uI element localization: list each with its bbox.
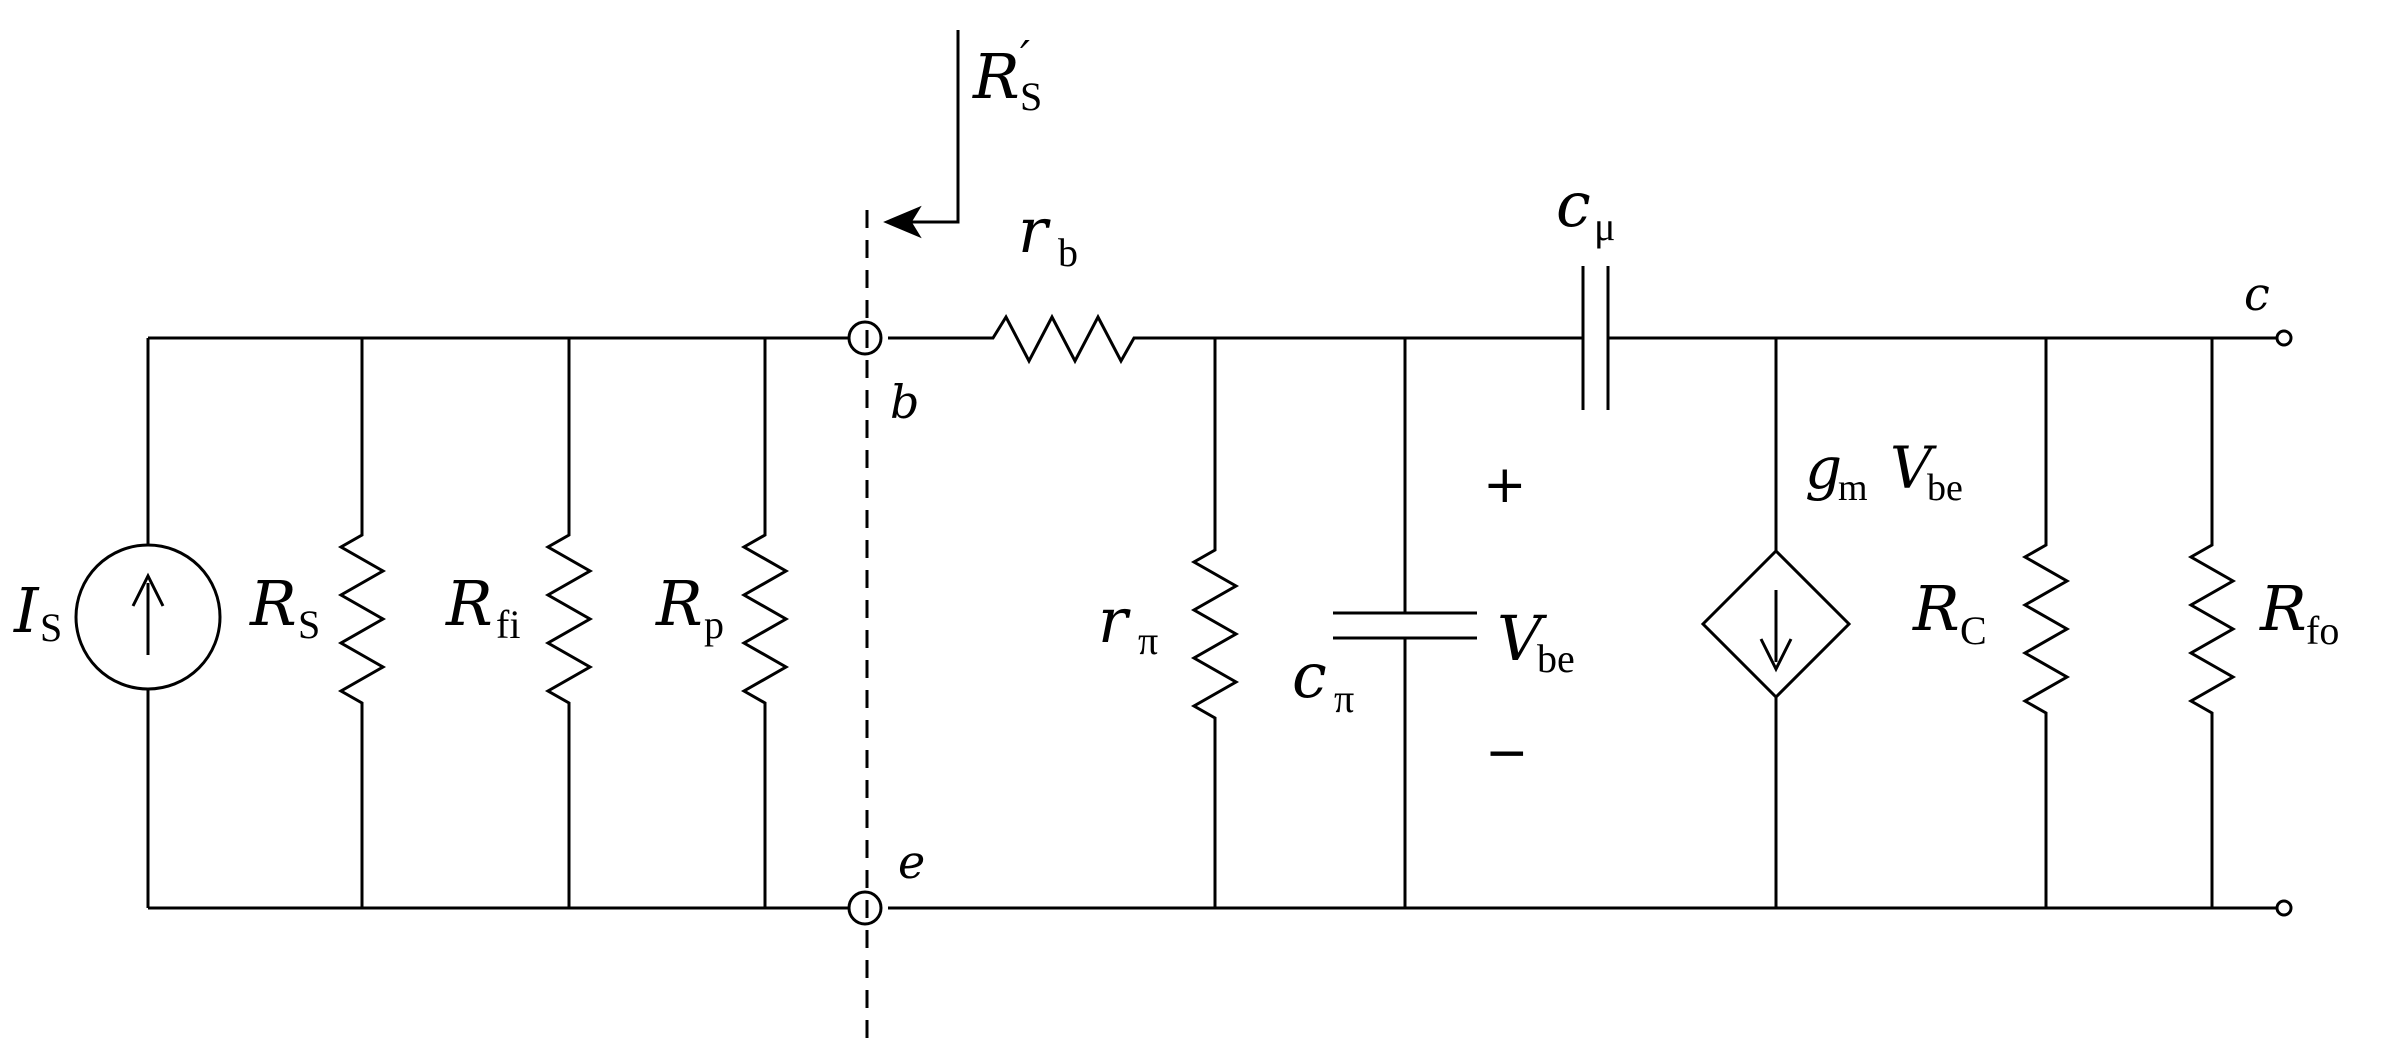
label-gm-vbe: g m V be — [1805, 434, 1963, 509]
svg-text:S: S — [298, 602, 320, 647]
label-rfo: R fo — [2259, 572, 2339, 653]
svg-text:S: S — [40, 605, 62, 650]
svg-text:c: c — [1292, 639, 1327, 712]
resistor-rb-icon — [945, 313, 1180, 365]
svg-text:be: be — [1927, 467, 1963, 509]
label-node-c: c — [2244, 267, 2270, 321]
resistor-rc-icon — [2021, 338, 2071, 908]
svg-text:r: r — [1098, 584, 1131, 657]
resistor-rpi-icon — [1190, 338, 1240, 908]
svg-text:π: π — [1334, 676, 1354, 721]
label-node-b: b — [890, 375, 919, 429]
label-rc: R C — [1912, 572, 1987, 653]
label-rs: R S — [249, 567, 320, 647]
node-c-terminal — [2275, 329, 2293, 347]
label-is: I S — [13, 574, 62, 650]
dependent-source-icon — [1700, 338, 1852, 908]
svg-text:fi: fi — [496, 602, 520, 647]
current-source-icon — [74, 338, 222, 908]
svg-text:g: g — [1805, 434, 1842, 502]
label-vbe: V be — [1497, 602, 1575, 681]
label-rpi: r π — [1098, 584, 1158, 663]
resistor-rp-icon — [740, 338, 790, 908]
output-bottom-terminal — [2275, 899, 2293, 917]
svg-text:R: R — [445, 567, 493, 640]
label-rfi: R fi — [445, 567, 520, 647]
node-e-terminal — [847, 890, 883, 926]
svg-text:V: V — [1497, 602, 1548, 675]
svg-text:′: ′ — [1020, 32, 1030, 83]
capacitor-cmu-icon — [1478, 266, 1714, 410]
svg-text:μ: μ — [1594, 204, 1615, 249]
rs-prime-arrow-icon — [883, 30, 960, 239]
resistor-rfo-icon — [2187, 338, 2237, 908]
label-rb: r b — [1018, 194, 1078, 275]
resistor-rfi-icon — [544, 338, 594, 908]
polarity-plus: + — [1483, 455, 1527, 515]
svg-text:R: R — [655, 567, 703, 640]
node-b-terminal — [847, 320, 883, 356]
svg-text:π: π — [1138, 618, 1158, 663]
svg-text:b: b — [1058, 230, 1078, 275]
label-node-e: e — [898, 835, 925, 889]
polarity-minus: − — [1485, 723, 1529, 783]
svg-text:fo: fo — [2306, 608, 2339, 653]
svg-text:be: be — [1537, 636, 1575, 681]
svg-text:R: R — [2259, 572, 2307, 645]
svg-text:p: p — [704, 602, 724, 647]
capacitor-cpi-icon — [1333, 338, 1477, 908]
label-rp: R p — [655, 567, 724, 647]
svg-text:r: r — [1018, 194, 1051, 267]
svg-text:m: m — [1838, 467, 1868, 509]
svg-text:C: C — [1960, 608, 1987, 653]
label-cmu: c μ — [1556, 168, 1615, 249]
svg-text:V: V — [1890, 434, 1937, 502]
svg-text:R: R — [972, 40, 1020, 113]
resistor-rs-icon — [337, 338, 387, 908]
label-cpi: c π — [1292, 639, 1354, 721]
svg-text:S: S — [1020, 74, 1042, 119]
label-rs-prime: R ′ S — [972, 32, 1042, 119]
svg-text:c: c — [1556, 168, 1591, 241]
svg-text:I: I — [13, 574, 40, 647]
svg-text:R: R — [1912, 572, 1960, 645]
svg-text:R: R — [249, 567, 297, 640]
